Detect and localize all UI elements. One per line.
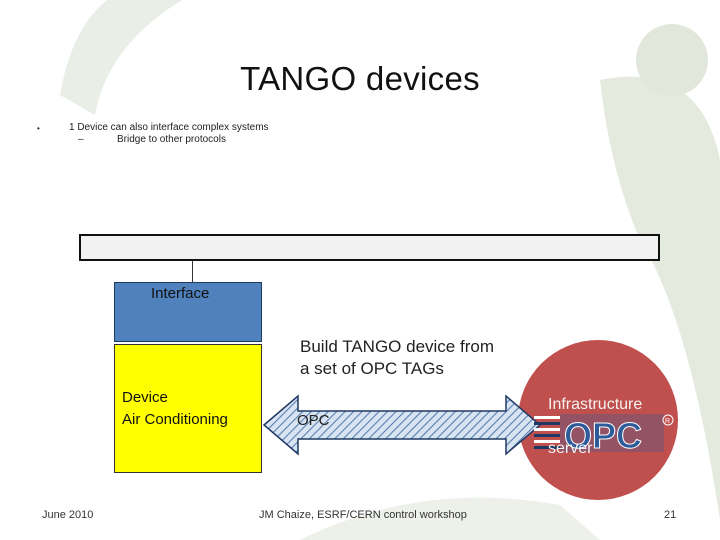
device-label: Device — [122, 389, 168, 406]
background-swoosh-left — [60, 0, 183, 115]
background-dot — [636, 24, 708, 96]
build-text-line1: Build TANGO device from — [300, 337, 494, 356]
build-text-line2: a set of OPC TAGs — [300, 359, 444, 378]
opc-logo-text: OPC — [564, 415, 642, 454]
slide-title: TANGO devices — [240, 60, 480, 97]
footer-author: JM Chaize, ESRF/CERN control workshop — [259, 509, 467, 521]
opc-arrow-label: OPC — [297, 412, 330, 429]
page-number: 21 — [664, 509, 677, 521]
svg-text:R: R — [665, 418, 670, 425]
bus-label: Ethernet Backbone Bus — [306, 240, 433, 254]
sub-bullet-marker: – — [78, 134, 84, 145]
opc-logo-icon: OPC R — [534, 414, 674, 454]
device-box: Device Air Conditioning — [114, 344, 262, 473]
server-label: Infrastructure — [548, 396, 643, 413]
bullet-text: 1 Device can also interface complex syst… — [69, 122, 269, 133]
interface-label: Interface — [151, 285, 210, 302]
server-sublabel: server — [548, 440, 593, 457]
footer-date: June 2010 — [42, 509, 94, 521]
background-swoosh-right — [600, 76, 720, 521]
sub-bullet-text: Bridge to other protocols — [117, 134, 226, 145]
interface-box: Interface — [114, 282, 262, 342]
bus-connector-line — [192, 260, 193, 283]
ethernet-bus-bar: Ethernet Backbone Bus — [79, 234, 660, 261]
background-swoosh-bottom — [300, 497, 600, 540]
device-sublabel: Air Conditioning — [122, 411, 228, 428]
build-description: Build TANGO device from a set of OPC TAG… — [300, 336, 494, 380]
infrastructure-server-circle — [518, 340, 678, 500]
bullet-marker: • — [37, 124, 40, 133]
